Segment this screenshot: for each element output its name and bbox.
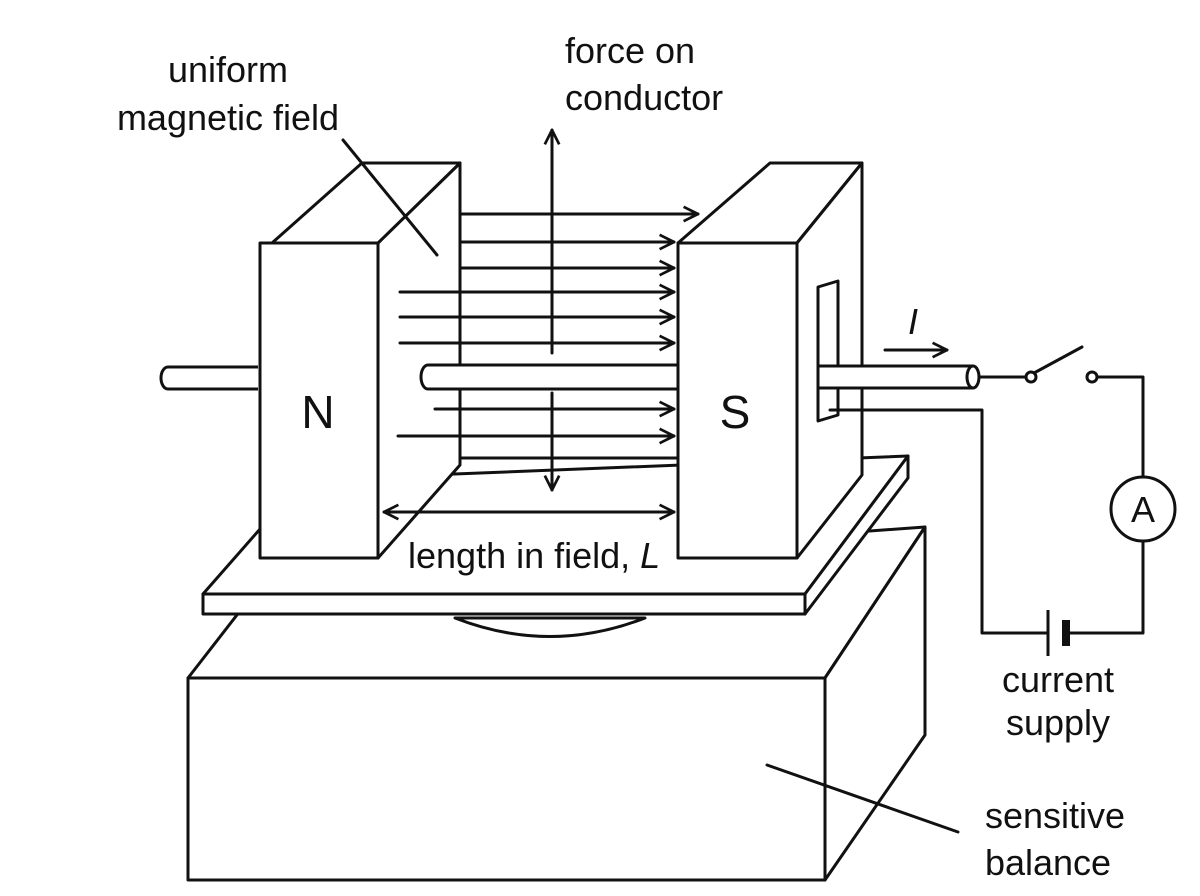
balance-leader-line xyxy=(765,763,960,834)
circuit: A xyxy=(828,345,1177,656)
south-magnet-front: S xyxy=(676,241,799,560)
switch-lever xyxy=(1032,345,1084,375)
conductor-rod xyxy=(159,363,680,391)
current-label: I xyxy=(908,301,918,342)
force-label-line2: conductor xyxy=(565,77,723,118)
balance-label-line1: sensitive xyxy=(985,795,1125,836)
balance-label-line2: balance xyxy=(985,842,1111,883)
switch-contact-left xyxy=(1024,370,1038,384)
conductor-rod-exit xyxy=(816,279,981,423)
labels: uniform magnetic field force on conducto… xyxy=(117,30,1125,883)
ammeter-label: A xyxy=(1131,489,1155,530)
length-label: length in field, L xyxy=(408,535,660,576)
north-magnet: N xyxy=(258,161,462,560)
north-pole-label: N xyxy=(301,386,334,438)
field-label-line1: uniform xyxy=(168,49,288,90)
field-label-line2: magnetic field xyxy=(117,97,339,138)
supply-label-line2: supply xyxy=(1006,702,1110,743)
field-lines-front xyxy=(396,283,676,445)
supply-label-line1: current xyxy=(1002,659,1114,700)
field-leader-line xyxy=(341,138,439,257)
force-label-line1: force on xyxy=(565,30,695,71)
south-pole-label: S xyxy=(720,386,751,438)
